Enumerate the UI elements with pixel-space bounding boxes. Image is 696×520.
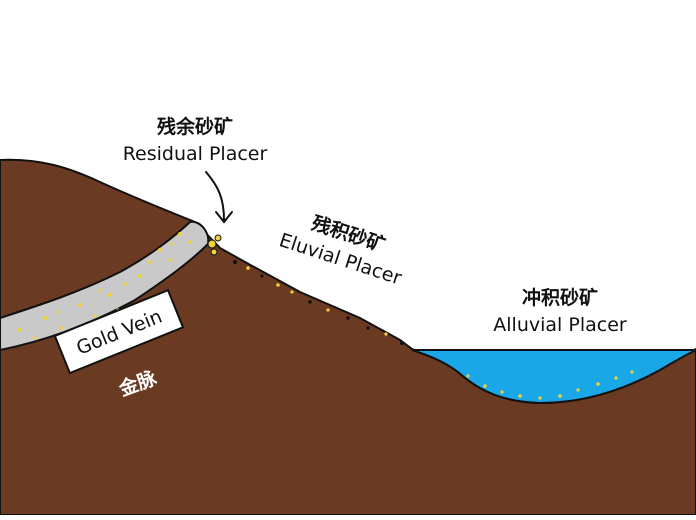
- vein-label-box: [53, 288, 185, 375]
- vein-gold-specks: [18, 232, 192, 340]
- eluvial-debris: [233, 260, 404, 345]
- residual-label-en: Residual Placer: [123, 143, 268, 165]
- residual-label-cn: 残余砂矿: [157, 115, 233, 138]
- alluvial-label-cn: 冲积砂矿: [522, 286, 598, 309]
- residual-nuggets: [207, 234, 222, 256]
- alluvial-label-en: Alluvial Placer: [493, 314, 627, 336]
- alluvial-gold: [466, 370, 634, 400]
- down-arrow-icon: [205, 171, 233, 224]
- river-water: [411, 349, 696, 405]
